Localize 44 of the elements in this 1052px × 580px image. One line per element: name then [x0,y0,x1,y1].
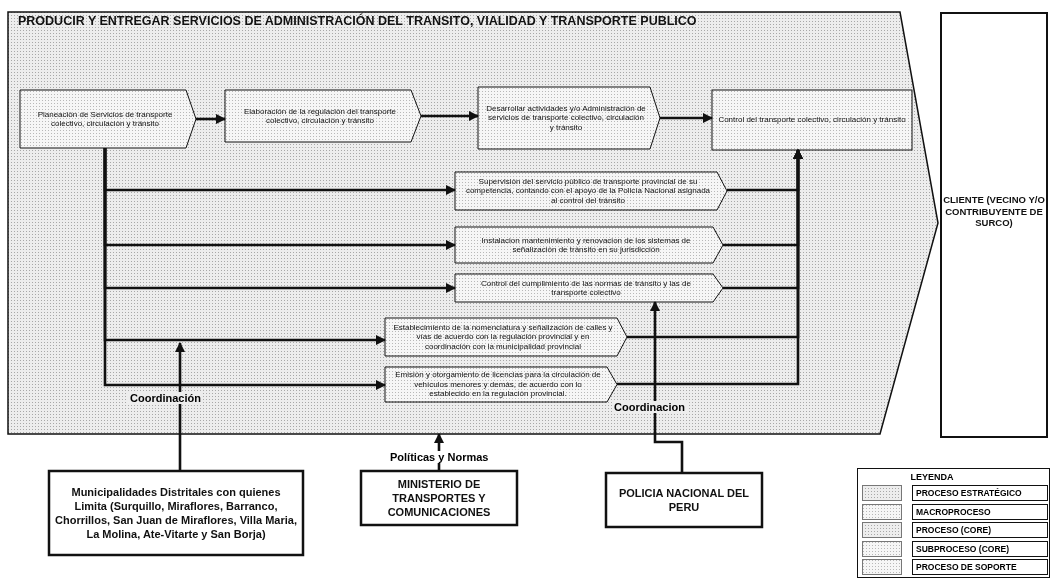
entity-box [360,470,518,526]
edge-label: Coordinación [128,392,203,404]
client-label: CLIENTE (VECINO Y/O CONTRIBUYENTE DE SURCO) [942,193,1046,229]
legend-label: PROCESO DE SOPORTE [912,559,1048,575]
entity-box [605,472,763,528]
entity-label: MINISTERIO DE TRANSPORTES Y COMUNICACIONES [386,477,492,519]
process-box [712,90,912,150]
process-label: Desarrollar actividades y/o Administración de servicios de transporte colectivo, circulación y tránsito [486,103,646,133]
process-box [478,87,660,149]
process-label: Emisión y otorgamiento de licencias para la circulación de vehículos menores y demás, de acuerdo con lo establecido en la regulación provincial. [394,370,602,399]
entity-label: POLICIA NACIONAL DEL PERU [617,486,751,514]
arrow [103,148,387,391]
process-box [455,227,723,263]
legend-label: PROCESO ESTRATÉGICO [912,485,1048,501]
process-label: Elaboración de la regulación del transporte colectivo, circulación y tránsito [242,106,398,126]
legend-label: PROCESO (CORE) [912,522,1048,538]
arrow [660,112,714,124]
client-box [940,12,1048,438]
process-label: Control del transporte colectivo, circulación y tránsito [718,115,906,125]
legend-title: LEYENDA [909,472,955,482]
entity-label: Municipalidades Distritales con quienes Limita (Surquillo, Miraflores, Barranco, Chorrillos, San Juan de Miraflores, Villa Maria, La Molina, Ate-Vitarte y San Borja) [54,485,298,541]
process-label: Supervisión del servicio público de transporte provincial de su competencia, contando con el apoyo de la Policía Nacional asignada al control del tránsito [464,176,712,206]
arrow [617,148,804,386]
process-label: Control del cumplimiento de las normas de tránsito y las de transporte colectivo [480,278,692,298]
process-box [20,90,196,148]
process-label: Establecimiento de la nomenclatura y señalización de calles y vías de acuerdo con la regulación provincial y en coordinación con la municipalidad provincial [393,322,613,352]
process-label: Instalacion mantenimiento y renovacion de los sistemas de señalización de tránsito en su jurisdicción [480,235,692,255]
process-box [455,274,723,302]
edge-label: Coordinacion [612,401,687,413]
process-box [455,172,727,210]
legend-label: MACROPROCESO [912,503,1048,520]
macroprocess-title: PRODUCIR Y ENTREGAR SERVICIOS DE ADMINISTRACIÓN DEL TRANSITO, VIALIDAD Y TRANSPORTE PUBLICO [17,12,698,29]
macroprocess-band [8,12,938,434]
edge-label: Políticas y Normas [388,451,491,463]
process-box [225,90,421,142]
arrow [196,113,227,125]
arrow [421,110,480,122]
entity-box [48,470,304,556]
arrow [649,300,684,472]
process-label: Planeación de Servicios de transporte colectivo, circulación y tránsito [36,109,174,129]
process-box [385,318,627,356]
arrow [174,341,186,470]
legend-label: SUBPROCESO (CORE) [912,540,1048,557]
process-box [385,367,617,402]
